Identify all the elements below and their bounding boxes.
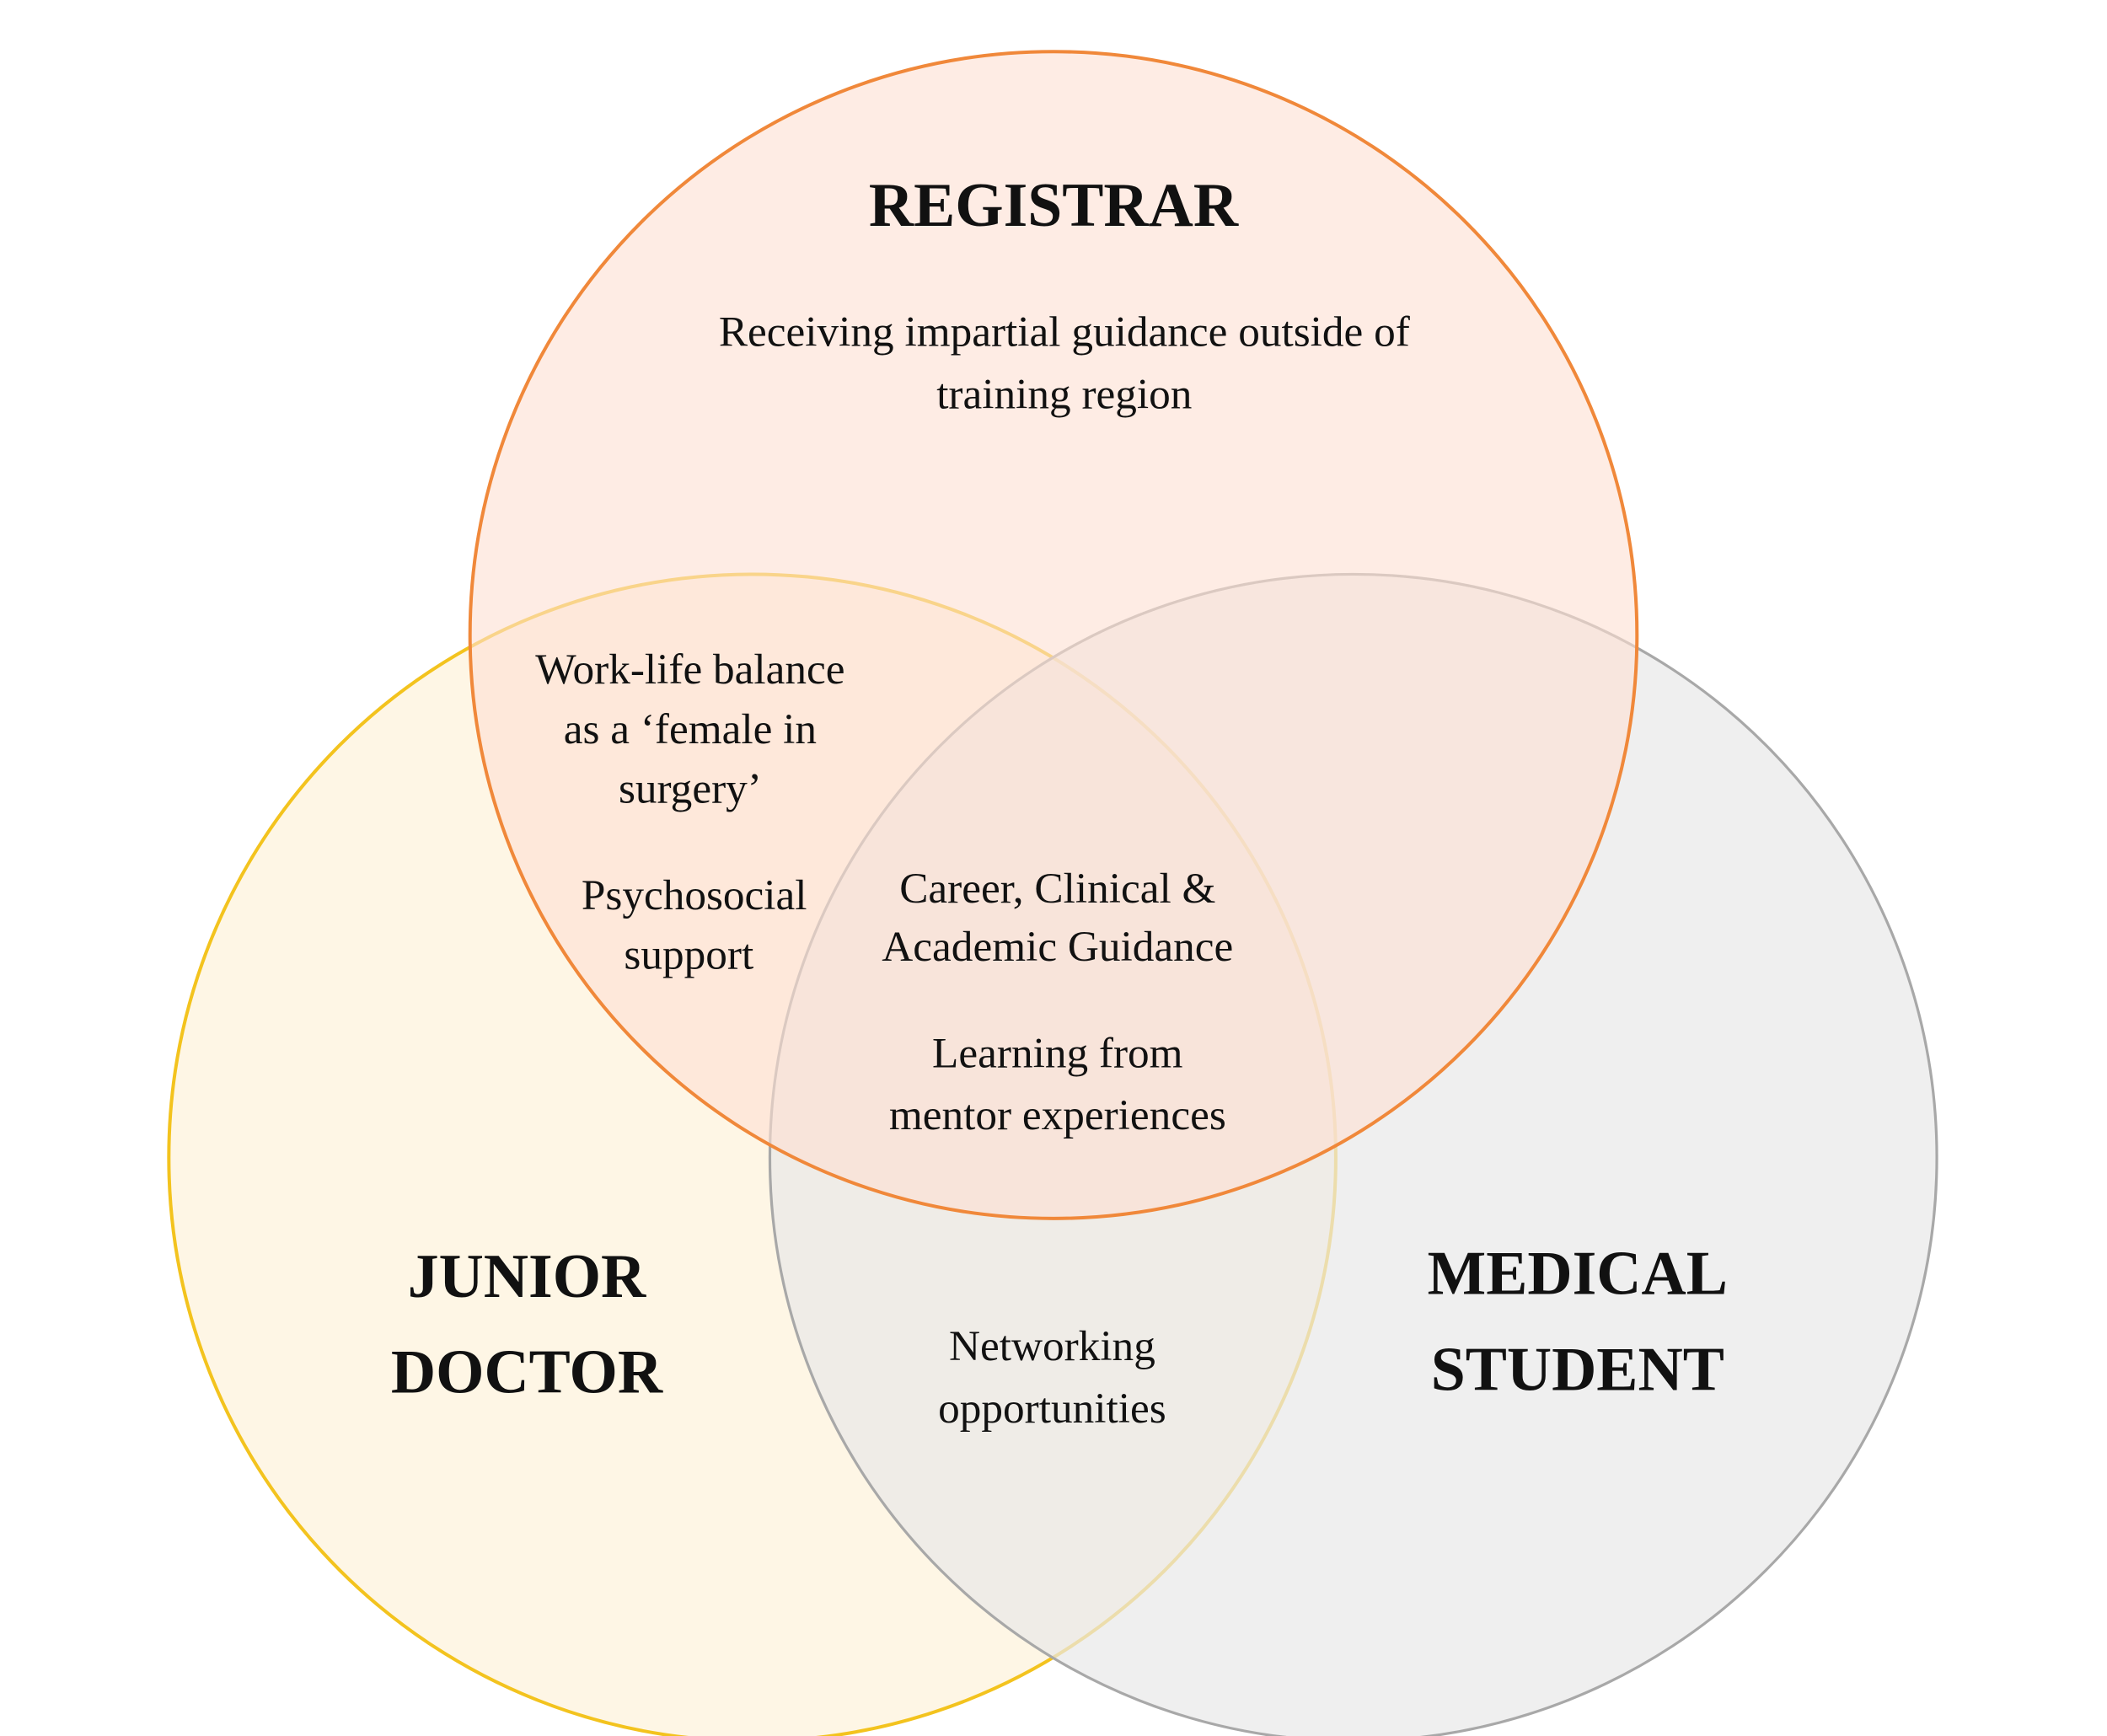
learning-line2: mentor experiences bbox=[889, 1091, 1226, 1139]
junior-doctor-label-line1: JUNIOR bbox=[408, 1241, 646, 1310]
psychosocial-line2: support bbox=[624, 930, 753, 978]
registrar-only-line1: Receiving impartial guidance outside of bbox=[719, 308, 1411, 356]
work-life-line3: surgery’ bbox=[619, 764, 762, 812]
work-life-line2: as a ‘female in bbox=[564, 705, 817, 753]
medical-student-label-line2: STUDENT bbox=[1431, 1334, 1724, 1403]
networking-line2: opportunities bbox=[938, 1385, 1166, 1433]
career-guidance-line1: Career, Clinical & bbox=[899, 865, 1215, 913]
psychosocial-line1: Psychosocial bbox=[582, 871, 807, 919]
networking-line1: Networking bbox=[949, 1322, 1155, 1370]
junior-doctor-label-line2: DOCTOR bbox=[391, 1337, 663, 1406]
registrar-only-line2: training region bbox=[936, 370, 1192, 418]
medical-student-label-line1: MEDICAL bbox=[1428, 1239, 1728, 1308]
registrar-circle bbox=[468, 50, 1639, 1220]
learning-line1: Learning from bbox=[932, 1029, 1183, 1077]
registrar-label: REGISTRAR bbox=[869, 170, 1239, 239]
career-guidance-line2: Academic Guidance bbox=[882, 923, 1233, 971]
work-life-line1: Work-life balance bbox=[535, 646, 844, 694]
